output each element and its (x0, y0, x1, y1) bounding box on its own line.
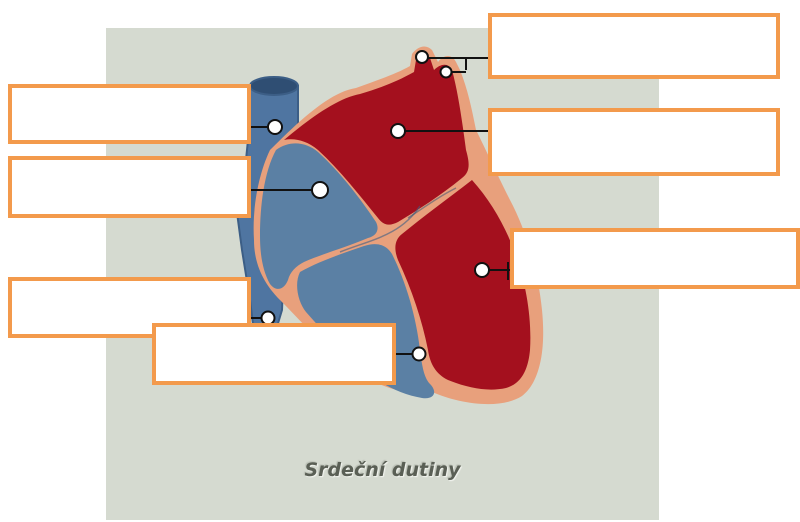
label-box-bottom[interactable] (152, 323, 396, 385)
label-box-upper-right[interactable] (488, 108, 780, 176)
pointer-dot (441, 67, 452, 78)
diagram-caption: Srdeční dutiny (106, 459, 659, 481)
pointer-dot (475, 263, 489, 277)
label-box-top-left[interactable] (8, 84, 251, 144)
vena-cava-opening (250, 77, 298, 95)
label-box-right[interactable] (510, 228, 800, 289)
pointer-dot (391, 124, 405, 138)
label-box-mid-left[interactable] (8, 156, 251, 218)
pointer-dot (413, 348, 426, 361)
pointer-dot (312, 182, 328, 198)
pointer-dot (268, 120, 282, 134)
label-box-top-right[interactable] (488, 13, 780, 79)
pointer-dot (416, 51, 428, 63)
